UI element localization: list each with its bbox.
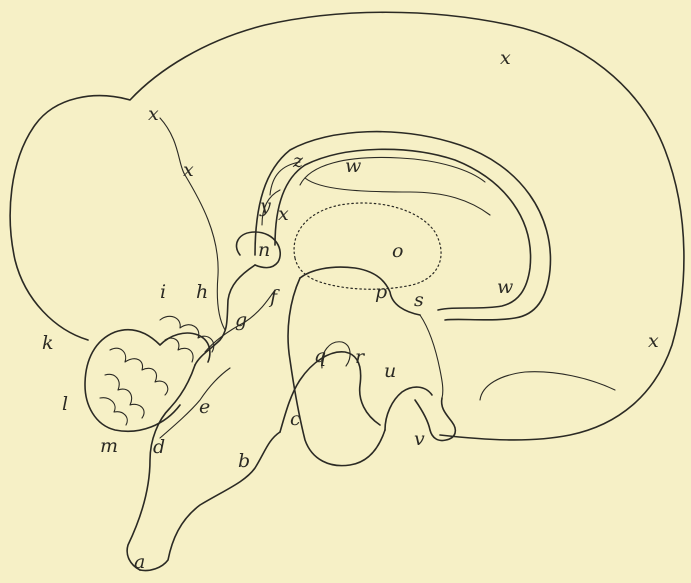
label-r: r — [355, 346, 366, 368]
label-f: f — [268, 286, 280, 308]
label-l: l — [62, 393, 68, 415]
label-v: v — [414, 428, 425, 450]
frontal-sulcus — [160, 118, 225, 330]
label-w-lower: w — [497, 276, 513, 298]
cerebellum-outer — [85, 330, 210, 432]
label-i: i — [160, 281, 166, 303]
label-e: e — [199, 396, 210, 418]
label-p: p — [375, 281, 387, 303]
label-x-inner: x — [278, 203, 289, 225]
label-x-frontal-1: x — [148, 103, 159, 125]
label-x-frontal-2: x — [183, 159, 194, 181]
arbor-vitae — [100, 348, 168, 425]
brainstem-ventral — [288, 278, 385, 466]
label-z: z — [292, 150, 304, 172]
thalamus-outline — [294, 203, 441, 289]
label-q: q — [314, 345, 326, 367]
label-a: a — [134, 551, 145, 573]
label-s: s — [414, 289, 424, 311]
optic-region — [385, 387, 432, 430]
label-d: d — [153, 436, 165, 458]
orbital-gyrus — [480, 372, 615, 400]
label-h: h — [196, 281, 208, 303]
cerebrum-outline — [10, 12, 684, 440]
fourth-ventricle — [160, 368, 230, 438]
callosum-inner — [275, 149, 531, 310]
label-w-upper: w — [345, 155, 361, 177]
brainstem-front — [300, 267, 420, 315]
brainstem-dorsal — [127, 365, 195, 570]
label-o: o — [392, 240, 403, 262]
label-x-top: x — [500, 47, 511, 69]
label-m: m — [100, 435, 118, 457]
label-k: k — [42, 332, 54, 354]
label-n: n — [258, 239, 270, 261]
label-y: y — [259, 195, 271, 217]
label-u: u — [384, 360, 396, 382]
label-b: b — [238, 450, 250, 472]
label-g: g — [235, 309, 247, 331]
fornix-arch — [305, 178, 490, 215]
label-c: c — [290, 408, 301, 430]
lamina-terminalis — [420, 315, 443, 398]
label-x-occipital: x — [648, 330, 659, 352]
